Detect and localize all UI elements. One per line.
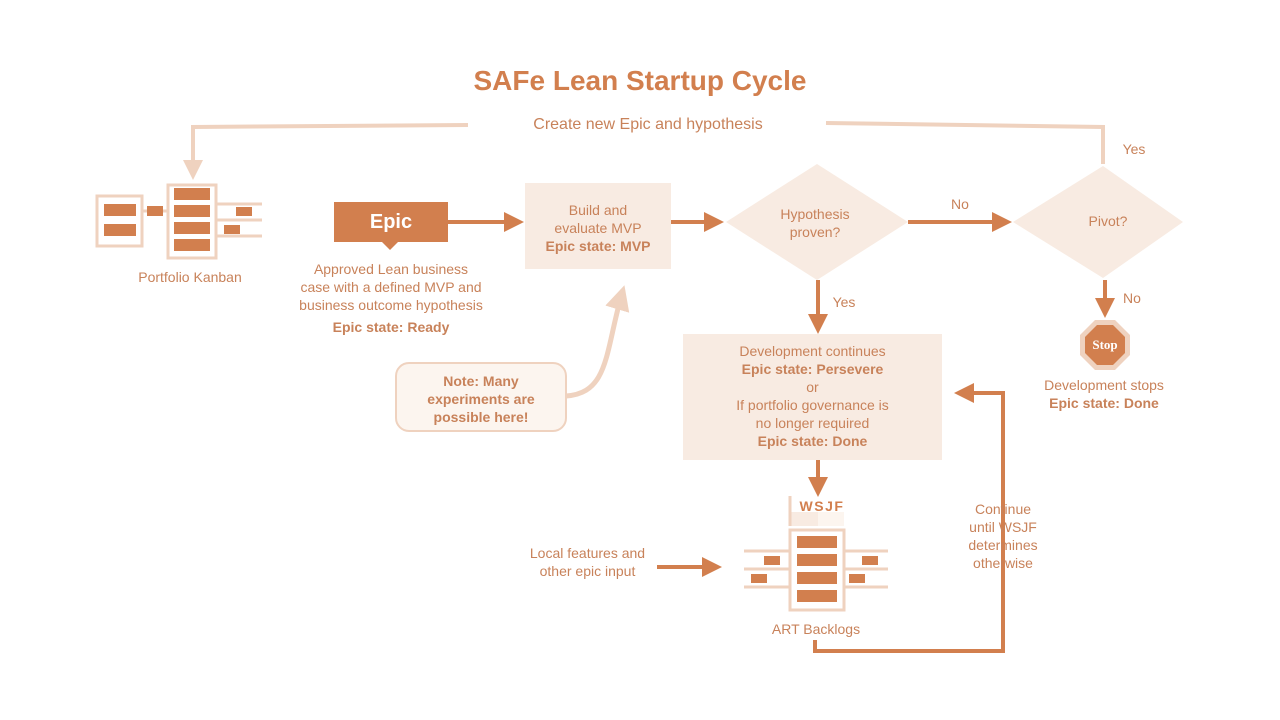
loop-arrow xyxy=(183,123,469,180)
wsjf-label: WSJF xyxy=(799,498,845,514)
pivot-diamond xyxy=(1013,166,1183,278)
loop-label: Create new Epic and hypothesis xyxy=(533,116,763,133)
stop-sign-text: Stop xyxy=(1092,337,1118,352)
build-mvp-box xyxy=(525,183,671,269)
portfolio-kanban-icon xyxy=(95,183,262,260)
local-features-label: Local features and other epic input xyxy=(529,545,646,579)
label-yes-pivot: Yes xyxy=(1122,141,1146,157)
loop-line-right xyxy=(825,121,1105,164)
dev-continues-box xyxy=(683,334,942,460)
continue-label: Continue until WSJF determines otherwise xyxy=(968,501,1038,571)
stop-sign-icon xyxy=(1080,320,1130,370)
portfolio-kanban-label: Portfolio Kanban xyxy=(138,269,242,285)
pivot-label: Pivot? xyxy=(1088,213,1128,229)
epic-state: Epic state: Ready xyxy=(332,319,450,335)
art-backlogs-label: ART Backlogs xyxy=(771,621,861,637)
label-yes-dev: Yes xyxy=(832,294,856,310)
dev-stops-text: Development stops Epic state: Done xyxy=(1044,377,1164,411)
note-text: Note: Many experiments are possible here… xyxy=(427,373,535,425)
note-box xyxy=(395,362,567,432)
epic-pointer xyxy=(382,242,398,250)
arrow-note-build xyxy=(565,285,630,399)
arrow-continue-loop xyxy=(813,383,1005,653)
wsjf-icon xyxy=(788,496,844,526)
hypothesis-label: Hypothesis proven? xyxy=(780,206,850,240)
build-mvp-text: Build and evaluate MVP Epic state: MVP xyxy=(545,202,651,254)
hypothesis-diamond xyxy=(726,164,908,280)
epic-description: Approved Lean business case with a defin… xyxy=(299,261,483,313)
label-no-stop: No xyxy=(1123,290,1141,306)
dev-continues-text: Development continues Epic state: Persev… xyxy=(736,343,889,449)
page-title: SAFe Lean Startup Cycle xyxy=(473,65,807,96)
art-backlogs-icon xyxy=(744,528,888,612)
label-no-pivot: No xyxy=(951,196,969,212)
epic-badge: Epic xyxy=(334,202,448,242)
